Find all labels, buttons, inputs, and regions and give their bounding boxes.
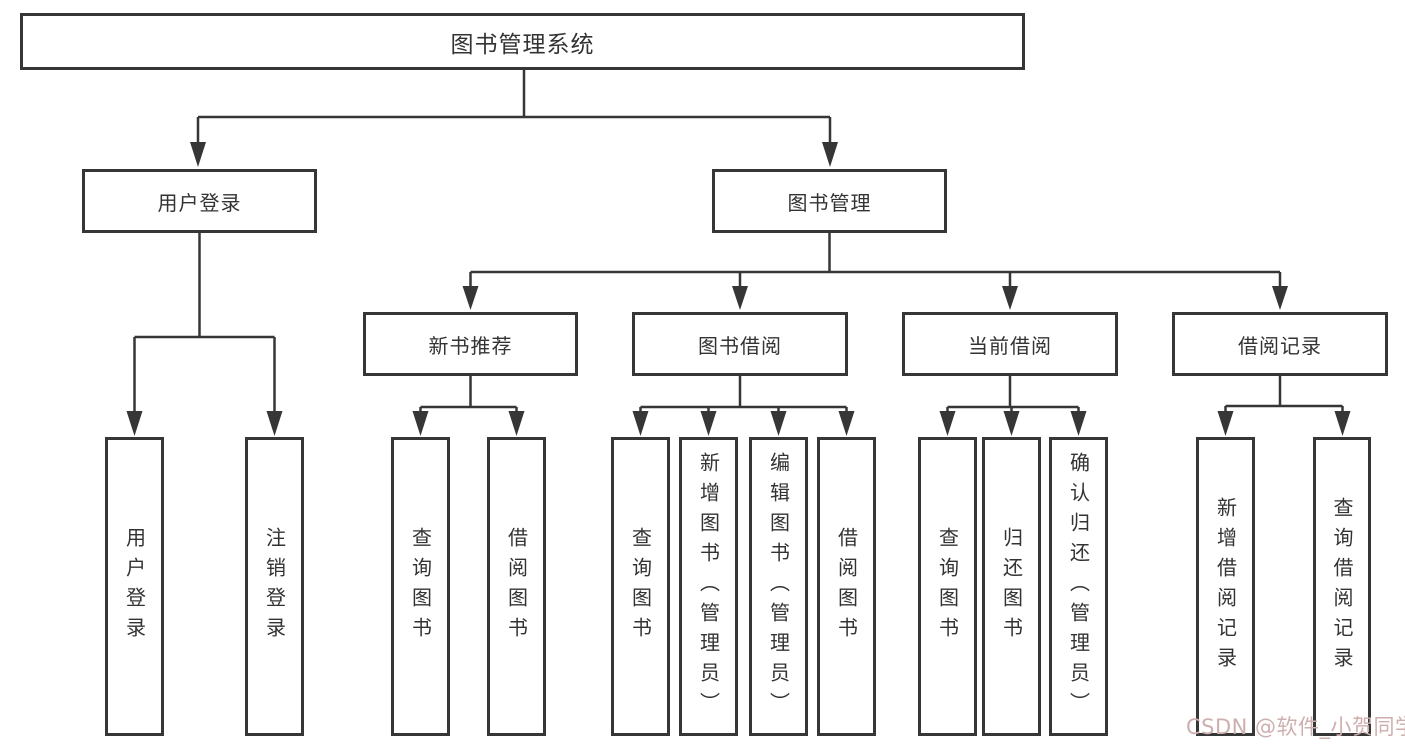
leaf-add-book-admin-label: 新增图书（管理员） [696, 451, 721, 722]
connector-borrow-records-children [1224, 376, 1344, 413]
leaf-edit-book-admin-label: 编辑图书（管理员） [766, 451, 791, 722]
node-new-book-recommend: 新书推荐 [363, 312, 578, 376]
node-current-borrow: 当前借阅 [902, 312, 1118, 376]
node-user-login: 用户登录 [82, 169, 317, 233]
leaf-query-borrow-record: 查询借阅记录 [1313, 437, 1371, 736]
leaf-user-login-label: 用户登录 [122, 526, 147, 647]
node-book-borrow: 图书借阅 [632, 312, 848, 376]
leaf-edit-book-admin: 编辑图书（管理员） [749, 437, 808, 736]
leaf-confirm-return-admin: 确认归还（管理员） [1049, 437, 1108, 736]
leaf-add-borrow-record-label: 新增借阅记录 [1213, 496, 1238, 677]
leaf-query-books-3: 查询图书 [918, 437, 977, 736]
watermark: CSDN @软件_小贺同学 [1186, 715, 1405, 739]
node-new-book-recommend-label: 新书推荐 [428, 333, 513, 358]
node-library-system: 图书管理系统 [20, 13, 1025, 70]
leaf-logout: 注销登录 [245, 437, 304, 736]
connector-book-management-children [469, 232, 1282, 287]
leaf-user-login: 用户登录 [105, 437, 164, 736]
leaf-add-borrow-record: 新增借阅记录 [1196, 437, 1255, 736]
leaf-return-book-label: 归还图书 [999, 526, 1024, 647]
leaf-query-books-3-label: 查询图书 [935, 526, 960, 647]
leaf-borrow-books-2-label: 借阅图书 [834, 526, 859, 647]
leaf-query-borrow-record-label: 查询借阅记录 [1330, 496, 1354, 677]
leaf-query-books-2: 查询图书 [611, 437, 670, 736]
connector-book-borrow-children [639, 376, 848, 413]
connector-user-login-children [133, 232, 276, 412]
node-user-login-label: 用户登录 [157, 190, 242, 215]
leaf-borrow-books-2: 借阅图书 [817, 437, 876, 736]
node-book-management-label: 图书管理 [787, 190, 872, 215]
connector-current-borrow-children [946, 376, 1080, 413]
leaf-query-books-1-label: 查询图书 [408, 526, 433, 647]
arrowheads [126, 142, 1351, 436]
leaf-logout-label: 注销登录 [262, 526, 287, 647]
node-borrow-records: 借阅记录 [1172, 312, 1388, 376]
node-book-borrow-label: 图书借阅 [698, 333, 782, 358]
connector-new-book-children [419, 376, 518, 413]
leaf-borrow-books-1: 借阅图书 [487, 437, 546, 736]
leaf-add-book-admin: 新增图书（管理员） [679, 437, 738, 736]
node-library-system-label: 图书管理系统 [450, 31, 595, 58]
node-book-management: 图书管理 [712, 169, 947, 233]
leaf-query-books-2-label: 查询图书 [628, 526, 653, 647]
node-borrow-records-label: 借阅记录 [1238, 333, 1322, 358]
leaf-return-book: 归还图书 [982, 437, 1041, 736]
node-current-borrow-label: 当前借阅 [968, 333, 1052, 358]
connector-root-to-level1 [196, 69, 832, 143]
leaf-confirm-return-admin-label: 确认归还（管理员） [1066, 451, 1091, 722]
leaf-query-books-1: 查询图书 [391, 437, 450, 736]
leaf-borrow-books-1-label: 借阅图书 [504, 526, 529, 647]
